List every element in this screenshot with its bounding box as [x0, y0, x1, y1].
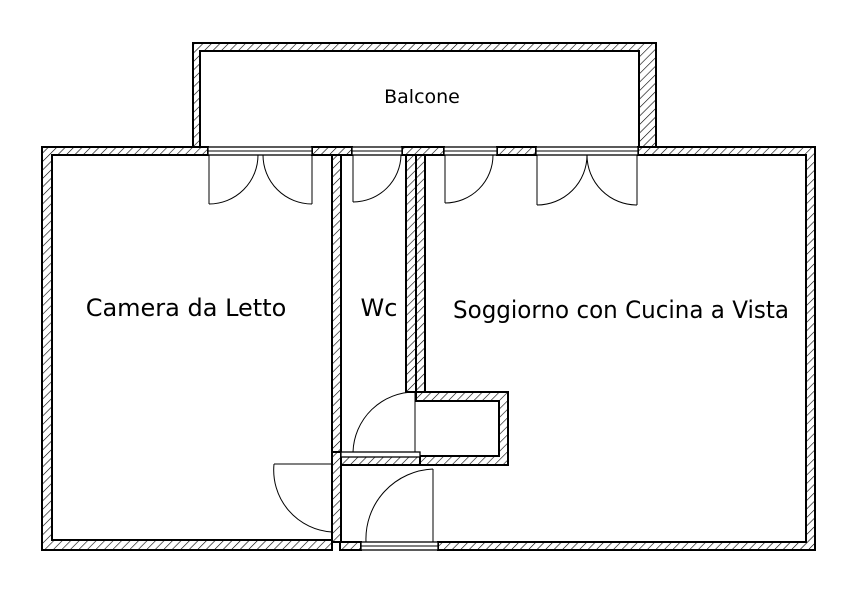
outer-walls [41, 146, 816, 551]
door-swings [208, 154, 638, 543]
room-label-bathroom: Wc [361, 294, 398, 322]
openings [207, 146, 639, 551]
interior-walls [331, 154, 509, 543]
room-label-balcony: Balcone [384, 86, 460, 108]
room-label-bedroom: Camera da Letto [86, 294, 287, 322]
room-label-living: Soggiorno con Cucina a Vista [453, 296, 789, 324]
